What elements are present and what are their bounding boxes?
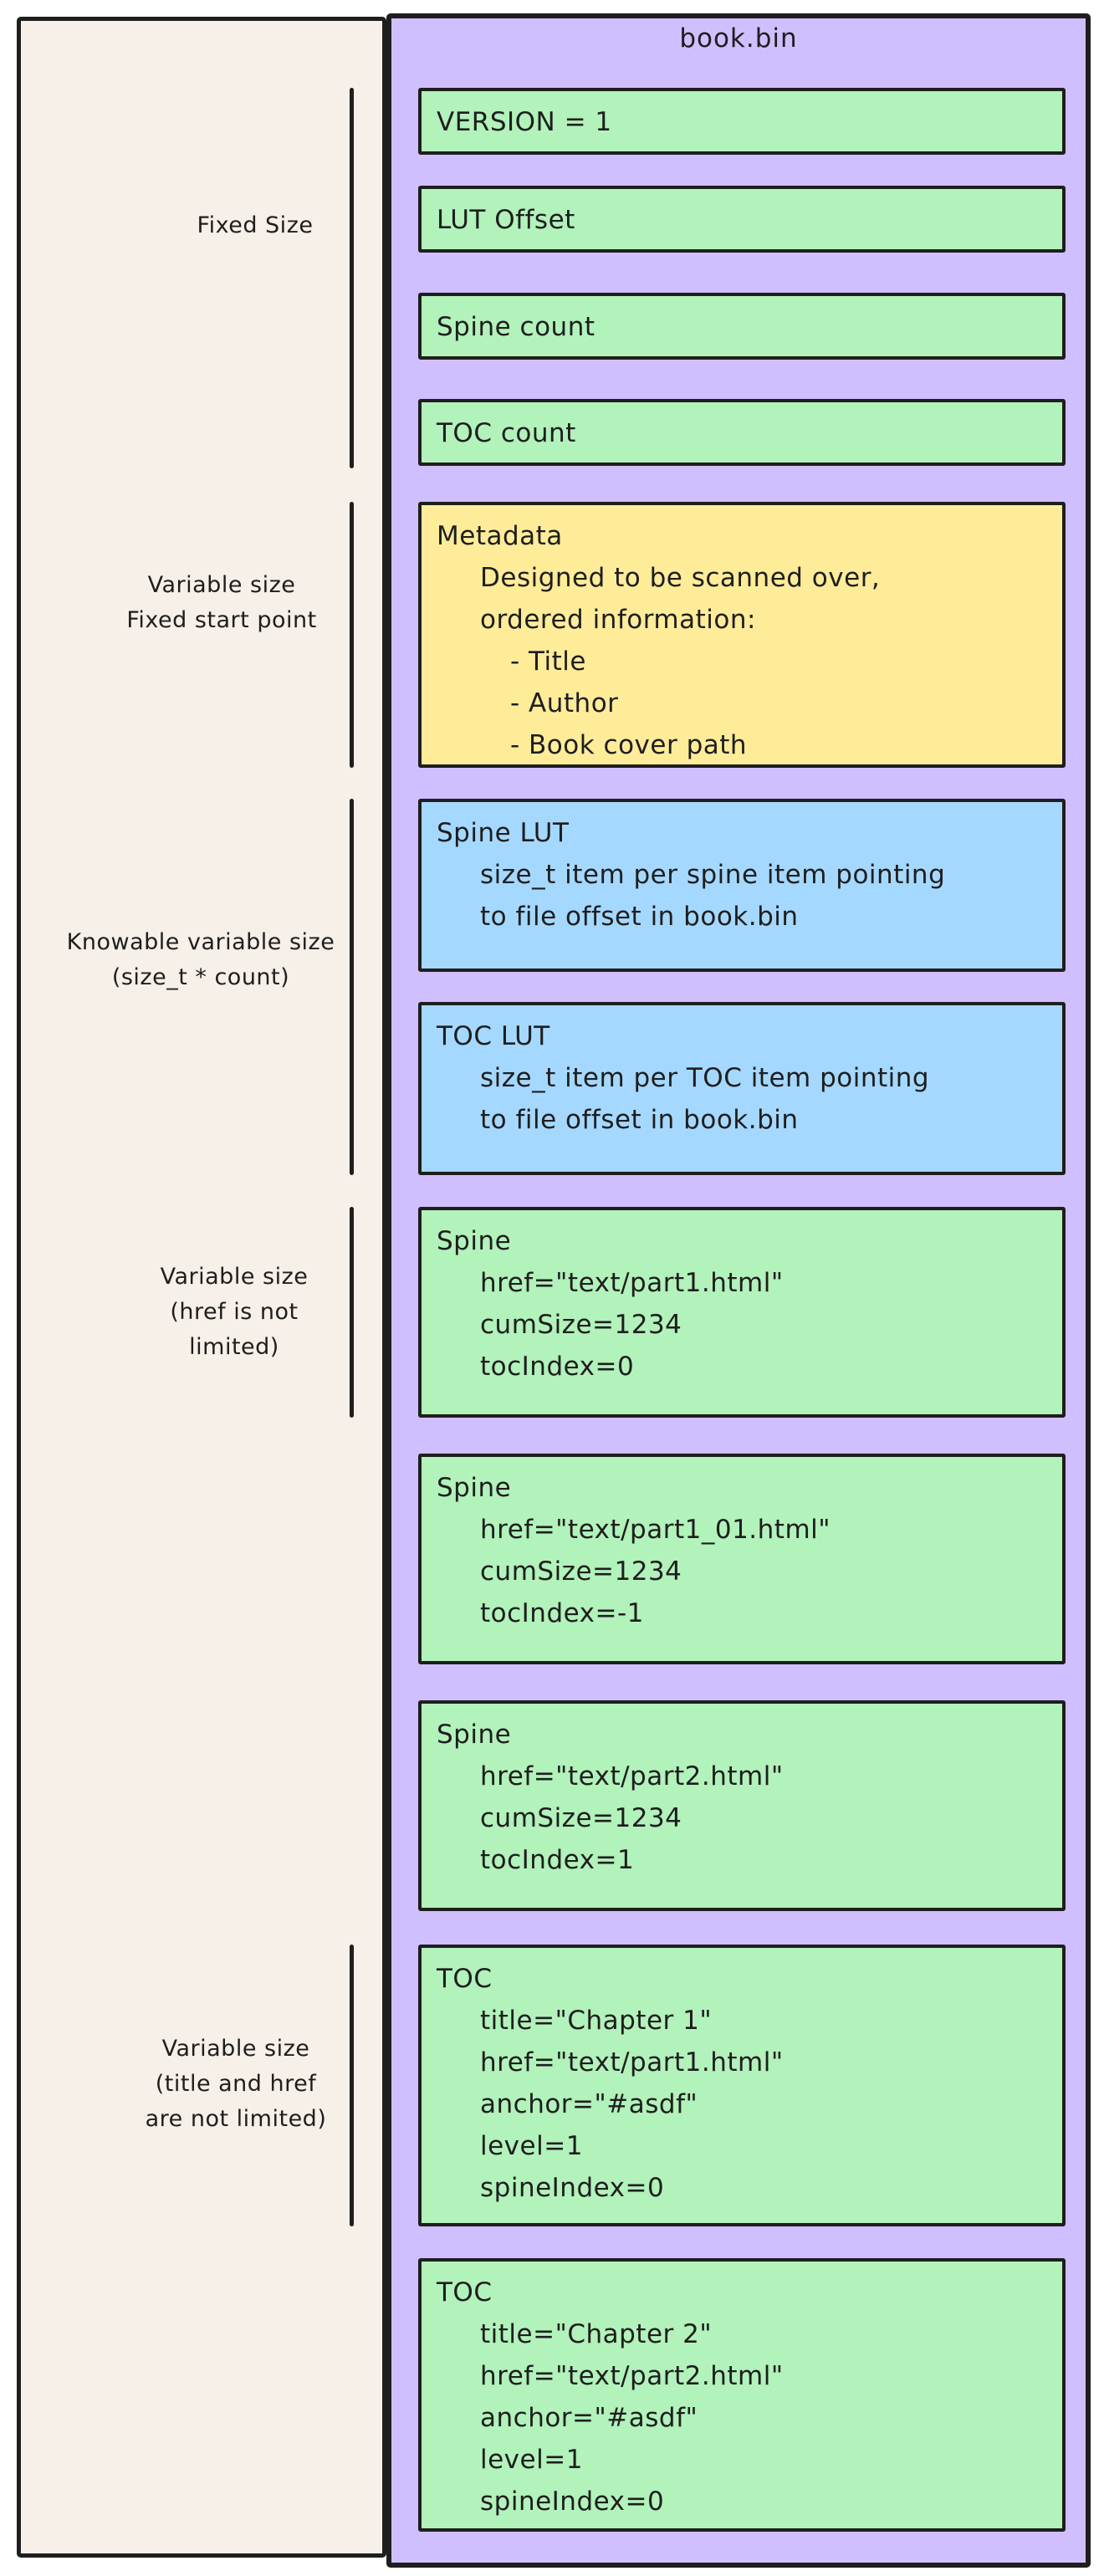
field-box-toc-2: TOC title="Chapter 2" href="text/part2.h…: [418, 2258, 1066, 2532]
label-line: Variable size: [161, 2036, 310, 2062]
field-text: VERSION = 1: [437, 107, 612, 137]
field-text: Designed to be scanned over,: [480, 563, 881, 593]
label-line: Variable size: [147, 572, 296, 598]
bracket-variable-title-href: [350, 1945, 354, 2226]
field-box-metadata: Metadata Designed to be scanned over, or…: [418, 502, 1066, 768]
left-label-panel: [17, 17, 386, 2558]
label-line: (href is not: [170, 1299, 299, 1325]
field-text: href="text/part1.html": [480, 2047, 784, 2078]
field-text: Spine: [437, 1720, 512, 1750]
field-text: Spine: [437, 1226, 512, 1256]
field-text: size_t item per spine item pointing: [480, 860, 946, 890]
diagram-title: book.bin: [679, 23, 798, 54]
field-text: to file offset in book.bin: [480, 1105, 799, 1135]
field-text: to file offset in book.bin: [480, 902, 799, 932]
field-text: ordered information:: [480, 605, 756, 635]
field-text: LUT Offset: [437, 205, 575, 235]
bracket-knowable-variable-size: [350, 799, 354, 1175]
field-text: Metadata: [437, 521, 563, 551]
field-text: tocIndex=0: [480, 1352, 635, 1382]
field-text: spineIndex=0: [480, 2487, 665, 2517]
field-box-toc-1: TOC title="Chapter 1" href="text/part1.h…: [418, 1945, 1066, 2226]
field-text: Spine count: [437, 312, 595, 342]
bracket-fixed-size: [350, 88, 354, 468]
label-knowable-variable-size: Knowable variable size (size_t * count): [33, 925, 368, 995]
field-text: title="Chapter 1": [480, 2006, 713, 2036]
label-line: Fixed start point: [126, 607, 317, 633]
label-variable-size-title-href: Variable size (title and href are not li…: [69, 2032, 403, 2137]
field-text: Spine LUT: [437, 818, 570, 848]
label-line: Knowable variable size: [66, 929, 335, 955]
label-line: are not limited): [145, 2106, 327, 2132]
field-text: tocIndex=1: [480, 1845, 635, 1875]
bracket-variable-fixed-start: [350, 502, 354, 768]
label-line: Variable size: [160, 1264, 309, 1290]
field-text: spineIndex=0: [480, 2173, 665, 2203]
label-line: limited): [189, 1334, 279, 1360]
field-text: title="Chapter 2": [480, 2319, 713, 2349]
field-text: TOC LUT: [437, 1021, 550, 1051]
field-text: href="text/part1.html": [480, 1268, 784, 1298]
field-box-spine-3: Spine href="text/part2.html" cumSize=123…: [418, 1700, 1066, 1911]
field-text: TOC: [437, 1964, 493, 1994]
field-box-toc-count: TOC count: [418, 399, 1066, 466]
field-text: anchor="#asdf": [480, 2403, 698, 2433]
field-box-spine-lut: Spine LUT size_t item per spine item poi…: [418, 799, 1066, 972]
field-text: anchor="#asdf": [480, 2089, 698, 2119]
field-text: TOC count: [437, 418, 576, 448]
field-text: level=1: [480, 2131, 583, 2161]
field-box-spine-2: Spine href="text/part1_01.html" cumSize=…: [418, 1454, 1066, 1664]
field-box-version: VERSION = 1: [418, 88, 1066, 155]
label-line: Fixed Size: [197, 212, 314, 238]
field-text: cumSize=1234: [480, 1310, 682, 1340]
label-fixed-size: Fixed Size: [88, 208, 422, 243]
label-line: (title and href: [155, 2071, 317, 2097]
field-text: size_t item per TOC item pointing: [480, 1063, 930, 1093]
field-text: level=1: [480, 2445, 583, 2475]
field-text: href="text/part2.html": [480, 1761, 784, 1791]
field-text: Spine: [437, 1473, 512, 1503]
field-text: href="text/part1_01.html": [480, 1515, 831, 1545]
label-variable-size-href: Variable size (href is not limited): [67, 1260, 401, 1365]
field-box-toc-lut: TOC LUT size_t item per TOC item pointin…: [418, 1002, 1066, 1175]
bracket-variable-href: [350, 1207, 354, 1418]
field-text: cumSize=1234: [480, 1556, 682, 1587]
field-text: - Author: [510, 688, 619, 718]
field-box-spine-count: Spine count: [418, 293, 1066, 360]
label-line: (size_t * count): [111, 964, 290, 990]
field-box-spine-1: Spine href="text/part1.html" cumSize=123…: [418, 1207, 1066, 1418]
field-text: cumSize=1234: [480, 1803, 682, 1833]
label-variable-size-fixed-start: Variable size Fixed start point: [54, 568, 389, 638]
field-box-lut-offset: LUT Offset: [418, 186, 1066, 253]
field-text: TOC: [437, 2277, 493, 2308]
field-text: - Title: [510, 647, 586, 677]
field-text: href="text/part2.html": [480, 2361, 784, 2391]
field-text: tocIndex=-1: [480, 1598, 644, 1628]
field-text: - Book cover path: [510, 730, 748, 760]
